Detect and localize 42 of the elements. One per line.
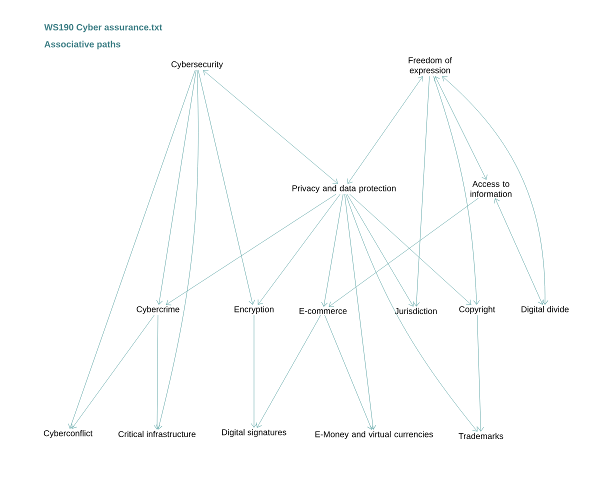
arrow: [433, 76, 480, 305]
node-label: Encryption: [234, 306, 274, 314]
node-label: Critical infrastructure: [118, 430, 196, 438]
node-label: E-Money and virtual currencies: [315, 431, 433, 439]
node-label: Digital signatures: [222, 429, 286, 437]
arrow: [156, 70, 198, 430]
node-label: Cybercrime: [136, 306, 180, 314]
arrow: [321, 194, 344, 307]
arrow: [328, 198, 479, 307]
node-label: Cybersecurity: [171, 61, 223, 69]
arrow: [154, 314, 160, 430]
subtitle: Associative paths: [44, 40, 120, 50]
arrow: [344, 194, 376, 430]
arrow: [324, 314, 374, 430]
arrow: [346, 194, 414, 307]
arrow: [203, 70, 338, 184]
arrow: [349, 194, 472, 305]
arrow: [256, 314, 321, 428]
node-label: Digital divide: [522, 306, 569, 314]
arrow: [434, 76, 488, 180]
arrow: [442, 76, 548, 305]
arrow: [494, 198, 544, 305]
node-label: Cyberconflict: [44, 430, 92, 438]
arrow: [68, 70, 196, 429]
arrow: [413, 76, 430, 306]
arrow: [250, 314, 258, 428]
arrow: [156, 70, 196, 305]
arrow: [258, 194, 340, 305]
arrow: [347, 76, 424, 184]
arrow: [346, 194, 478, 432]
arrow: [72, 314, 155, 429]
title: WS190 Cyber assurance.txt: [44, 24, 162, 32]
node-label: Freedom of expression: [408, 57, 452, 75]
node-label: Trademarks: [458, 432, 504, 440]
node-label: Jurisdiction: [394, 308, 437, 314]
arrow: [198, 70, 255, 305]
node-label: E-commerce: [300, 308, 347, 314]
node-label: Access to information: [470, 181, 512, 197]
node-label: Copyright: [459, 306, 496, 314]
arrow: [166, 194, 336, 306]
node-label: Privacy and data protection: [292, 185, 396, 193]
arrow: [476, 314, 484, 432]
